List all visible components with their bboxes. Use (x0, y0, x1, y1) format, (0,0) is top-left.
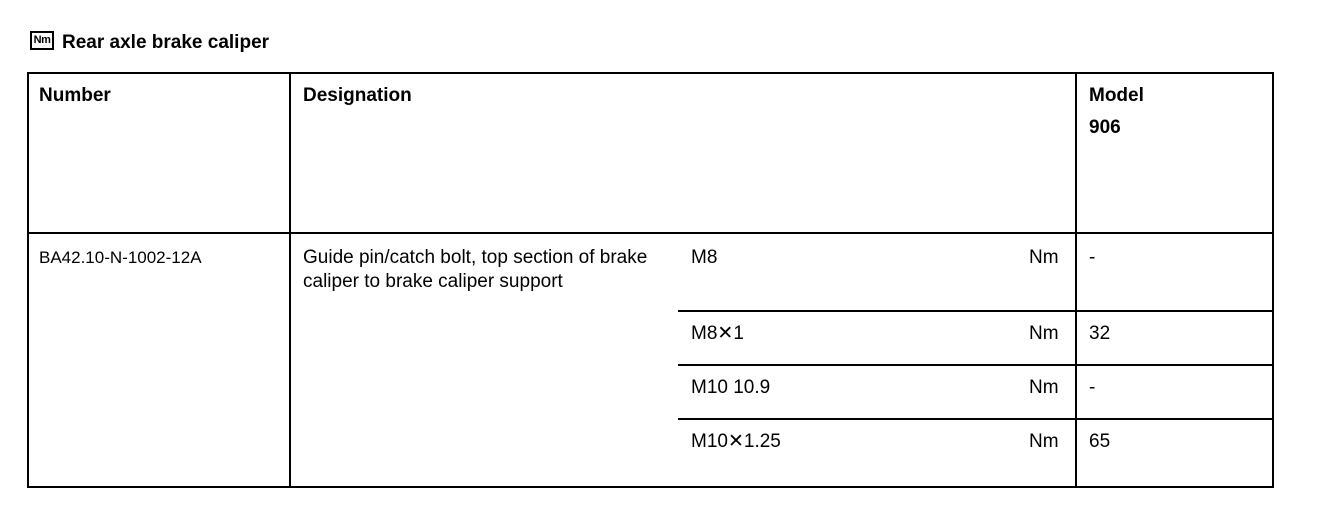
thread-spec: M10 10.9 (691, 377, 771, 398)
section-header: Nm Rear axle brake caliper (30, 30, 269, 56)
column-divider (289, 74, 291, 486)
torque-value: - (1089, 247, 1096, 268)
part-number: BA42.10-N-1002-12A (39, 248, 202, 267)
column-divider (1075, 74, 1077, 486)
unit-label: Nm (1029, 323, 1059, 344)
torque-value: 32 (1089, 323, 1111, 344)
unit-label: Nm (1029, 247, 1059, 268)
designation-text: Guide pin/catch bolt, top section of bra… (303, 247, 648, 292)
thread-spec: M10✕1.25 (691, 431, 781, 452)
header-model-value: 906 (1089, 117, 1121, 138)
torque-value: - (1089, 377, 1096, 398)
unit-label: Nm (1029, 377, 1059, 398)
row-divider (678, 364, 1272, 366)
header-designation: Designation (303, 85, 412, 106)
thread-spec: M8✕1 (691, 323, 744, 344)
torque-table: Number Designation Model 906 BA42.10-N-1… (27, 72, 1274, 488)
header-model: Model (1089, 85, 1144, 106)
torque-nm-icon: Nm (30, 30, 54, 50)
torque-value: 65 (1089, 431, 1111, 452)
section-title: Rear axle brake caliper (62, 32, 270, 53)
row-divider (678, 418, 1272, 420)
row-divider (678, 310, 1272, 312)
unit-label: Nm (1029, 431, 1059, 452)
header-divider (29, 232, 1272, 234)
thread-spec: M8 (691, 247, 718, 268)
header-number: Number (39, 85, 111, 106)
